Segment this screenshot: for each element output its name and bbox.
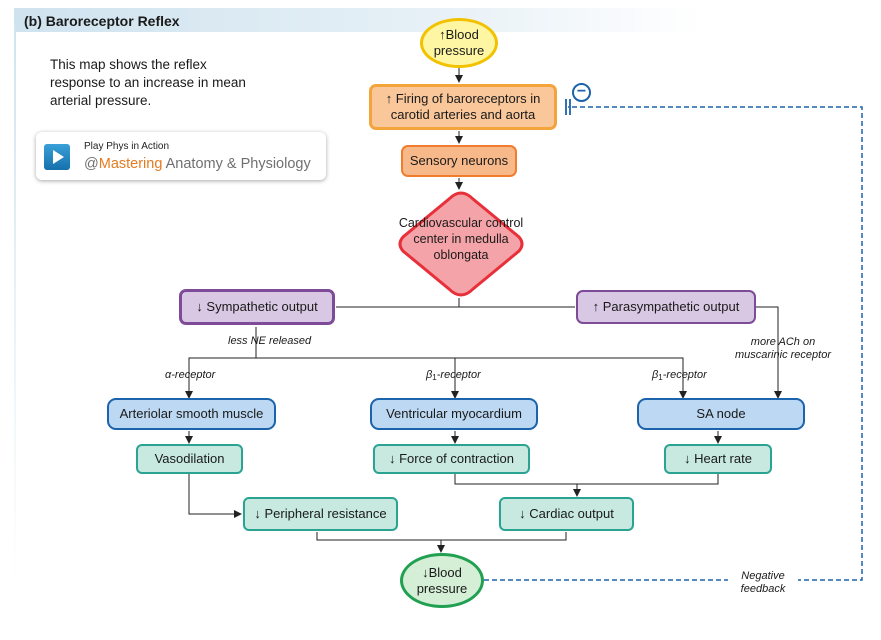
beta-subscript: 1 xyxy=(432,373,437,382)
negative-feedback-line xyxy=(484,106,863,581)
ventricular-myocardium: Ventricular myocardium xyxy=(370,398,538,430)
arrow-vaso-to-pr xyxy=(188,474,242,518)
intro-text: This map shows the reflex response to an… xyxy=(50,57,246,108)
mastering-label: @Mastering Anatomy & Physiology xyxy=(84,156,311,172)
peripheral-resistance: ↓ Peripheral resistance xyxy=(243,497,398,531)
beta-symbol: β xyxy=(426,369,433,381)
course-name: Anatomy & Physiology xyxy=(162,156,311,172)
blood-pressure-increase: ↑Blood pressure xyxy=(420,18,498,68)
baroreceptor-firing: ↑ Firing of baroreceptors in carotid art… xyxy=(369,84,557,130)
figure-title: (b) Baroreceptor Reflex xyxy=(24,13,180,29)
blood-pressure-decrease: ↓Blood pressure xyxy=(400,553,484,608)
alpha-receptor-label: α-receptor xyxy=(165,369,216,381)
beta-suffix: -receptor xyxy=(436,369,481,381)
beta-symbol: β xyxy=(652,369,659,381)
beta1-receptor-label-sa: β1-receptor xyxy=(652,369,707,382)
arrow-symp-to-sa xyxy=(455,357,687,399)
control-center-diamond xyxy=(398,191,524,297)
arrow-para-to-sa xyxy=(756,306,782,399)
sa-node: SA node xyxy=(637,398,805,430)
line-force-hr xyxy=(454,474,719,485)
arteriolar-smooth-muscle: Arteriolar smooth muscle xyxy=(107,398,276,430)
cardiac-output: ↓ Cardiac output xyxy=(499,497,634,531)
less-ne-label: less NE released xyxy=(228,335,312,347)
vasodilation: Vasodilation xyxy=(136,444,243,474)
force-of-contraction: ↓ Force of contraction xyxy=(373,444,530,474)
heart-rate: ↓ Heart rate xyxy=(664,444,772,474)
line-pr-co xyxy=(316,532,567,541)
line-control-symp-para xyxy=(336,298,460,308)
play-phys-card[interactable]: Play Phys in Action @Mastering Anatomy &… xyxy=(36,132,326,180)
beta-suffix: -receptor xyxy=(662,369,707,381)
negative-feedback-label: Negative feedback xyxy=(728,570,798,596)
sympathetic-output: ↓ Sympathetic output xyxy=(179,289,335,325)
at-sign: @ xyxy=(84,156,99,172)
parasympathetic-output: ↑ Parasympathetic output xyxy=(576,290,756,324)
more-ach-label: more ACh on muscarinic receptor xyxy=(735,336,831,361)
inhibition-minus-icon: − xyxy=(572,83,591,102)
beta1-receptor-label-ventricular: β1-receptor xyxy=(426,369,481,382)
arrow-symp-to-arteriolar xyxy=(185,327,257,399)
panel-edge xyxy=(14,8,16,583)
sensory-neurons: Sensory neurons xyxy=(401,145,517,177)
beta-subscript: 1 xyxy=(658,373,663,382)
brand-name: Mastering xyxy=(98,156,163,172)
control-center-label: Cardiovascular control center in medulla… xyxy=(398,216,524,262)
play-phys-label: Play Phys in Action xyxy=(84,141,170,152)
play-icon[interactable] xyxy=(44,144,70,170)
header-bar xyxy=(14,8,704,32)
